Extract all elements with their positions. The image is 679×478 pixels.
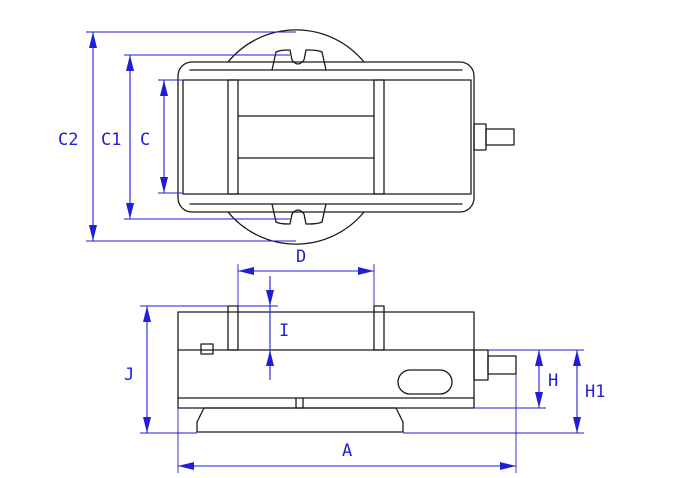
dim-a-label: A xyxy=(342,441,352,461)
dim-a-arrow-left xyxy=(178,462,194,470)
top-view-movable-jaw xyxy=(373,79,385,195)
top-view-outer-body xyxy=(177,61,475,213)
dim-h-arrow-bottom xyxy=(535,392,543,408)
dim-d-arrow-left xyxy=(238,267,254,275)
dim-j-label: J xyxy=(124,365,134,385)
front-view-swivel-base xyxy=(196,407,404,433)
front-view-spindle-collar xyxy=(473,349,489,381)
front-view-movable-jaw xyxy=(373,305,385,351)
dim-i-arrow-bottom xyxy=(266,350,274,366)
dim-h-arrow-top xyxy=(535,350,543,366)
dim-c1-arrow-top xyxy=(126,55,134,71)
dim-c2-label: C2 xyxy=(58,130,78,150)
front-view-spindle-shaft xyxy=(487,355,517,375)
dim-i-arrow-top xyxy=(266,290,274,306)
top-view-spindle-collar xyxy=(473,123,487,151)
dim-d-label: D xyxy=(296,247,306,267)
dim-j-arrow-bottom xyxy=(143,417,151,433)
dim-i-label: I xyxy=(279,321,289,341)
top-view-tslot-top xyxy=(271,49,327,71)
dim-a-arrow-right xyxy=(500,462,516,470)
dim-h1-label: H1 xyxy=(585,382,605,402)
dimensions: C2 C1 C D I J xyxy=(58,31,605,473)
dim-h1-arrow-bottom xyxy=(573,417,581,433)
front-view-slot xyxy=(397,369,453,395)
dim-c-arrow-top xyxy=(160,80,168,96)
front-view-small-square xyxy=(200,343,214,355)
top-view xyxy=(177,29,515,245)
swivel-base-arc-bottom xyxy=(227,211,365,245)
dim-c-arrow-bottom xyxy=(160,177,168,193)
dim-h-label: H xyxy=(548,371,558,391)
top-view-central-body xyxy=(182,79,472,195)
dim-c2-arrow-bottom xyxy=(89,225,97,241)
top-view-fixed-jaw xyxy=(227,79,239,195)
top-view-spindle-shaft xyxy=(485,128,515,146)
dim-d-arrow-right xyxy=(358,267,374,275)
dim-c1-arrow-bottom xyxy=(126,203,134,219)
front-view-fixed-jaw xyxy=(227,305,239,351)
front-view xyxy=(177,305,517,433)
dim-c-label: C xyxy=(140,130,150,150)
dim-c1-label: C1 xyxy=(101,130,121,150)
dim-h1-arrow-top xyxy=(573,350,581,366)
dim-j-arrow-top xyxy=(143,306,151,322)
top-view-tslot-bottom xyxy=(271,203,327,225)
swivel-base-arc-top xyxy=(227,29,365,63)
dim-c2-arrow-top xyxy=(89,32,97,48)
